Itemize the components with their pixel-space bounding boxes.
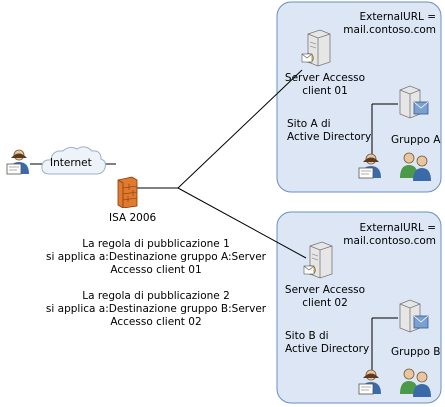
site-a-external-url-line-1: ExternalURL = <box>359 11 436 23</box>
site-b-external-url-line-2: mail.contoso.com <box>343 235 436 247</box>
internet-cloud-icon <box>41 146 106 175</box>
rule-1-line-2: si applica a:Destinazione gruppo A:Serve… <box>46 251 266 263</box>
mailbox-server-b-icon <box>399 299 429 333</box>
site-a-ad-label: Sito A di Active Directory <box>287 118 371 144</box>
link-to-site-a <box>177 69 303 189</box>
site-b-ad-line-1: Sito B di <box>285 330 329 342</box>
site-b-server-label: Server Accesso client 02 <box>280 284 370 310</box>
site-a-ad-line-1: Sito A di <box>287 118 331 130</box>
server-b-icon <box>303 241 333 279</box>
site-b-external-url: ExternalURL = mail.contoso.com <box>340 222 436 248</box>
rule-2-line-1: La regola di pubblicazione 2 <box>82 290 230 302</box>
user-icon <box>6 149 29 175</box>
server-a-icon <box>301 29 331 67</box>
internet-label: Internet <box>50 157 92 169</box>
firewall-icon <box>117 176 138 208</box>
group-a-label: Gruppo A <box>391 134 441 146</box>
rule-2-line-3: Accesso client 02 <box>110 316 202 328</box>
site-b-server-line-1: Server Accesso <box>284 284 366 296</box>
site-a-server-line-2: client 01 <box>302 85 348 97</box>
site-a-external-url: ExternalURL = mail.contoso.com <box>340 11 436 37</box>
publishing-rule-1: La regola di pubblicazione 1 si applica … <box>36 238 276 277</box>
rule-1-line-1: La regola di pubblicazione 1 <box>82 238 230 250</box>
rule-2-line-2: si applica a:Destinazione gruppo B:Serve… <box>45 303 267 315</box>
publishing-rule-2: La regola di pubblicazione 2 si applica … <box>36 290 276 329</box>
site-a-ad-line-2: Active Directory <box>287 131 372 143</box>
site-b-external-url-line-1: ExternalURL = <box>359 222 436 234</box>
group-b-label: Gruppo B <box>391 346 441 358</box>
link-to-site-b <box>177 187 307 259</box>
firewall-label: ISA 2006 <box>109 212 157 224</box>
site-b-ad-label: Sito B di Active Directory <box>285 330 369 356</box>
site-b-ad-line-2: Active Directory <box>285 343 370 355</box>
site-a-server-line-1: Server Accesso <box>284 72 366 84</box>
rule-1-line-3: Accesso client 01 <box>110 264 202 276</box>
site-b-server-line-2: client 02 <box>302 297 348 309</box>
site-a-group-users-icon <box>400 152 431 181</box>
site-b-user-icon <box>358 369 381 395</box>
site-a-user-icon <box>358 153 381 179</box>
mailbox-server-a-icon <box>399 85 429 119</box>
site-b-group-users-icon <box>400 368 431 397</box>
site-a-external-url-line-2: mail.contoso.com <box>343 24 436 36</box>
site-a-server-label: Server Accesso client 01 <box>280 72 370 98</box>
